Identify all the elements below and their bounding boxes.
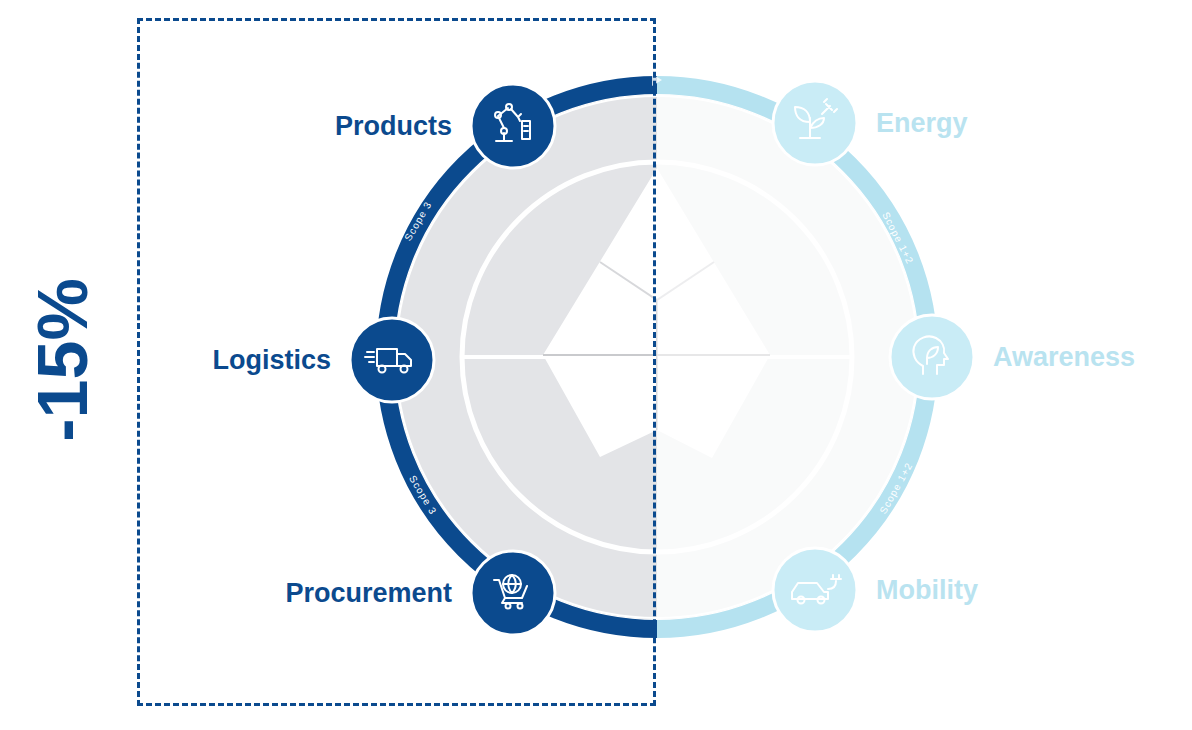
scope12-band [657, 85, 929, 629]
reduction-figure: -15% [28, 278, 98, 441]
category-label: Energy [876, 108, 968, 139]
scope-label: Scope 3 [407, 473, 439, 516]
badge-circle [350, 318, 434, 402]
badge-circle [471, 84, 555, 168]
scope-label: Scope 3 [402, 199, 433, 242]
badge-circle [773, 81, 857, 165]
scope-label: Scope 1+2 [880, 210, 916, 266]
icon-circle: Mobility [770, 545, 860, 635]
icon-circle: Energy [770, 78, 860, 168]
icon-circle: Logistics [347, 315, 437, 405]
icon-glyph [494, 575, 527, 609]
badge-circle [890, 315, 974, 399]
category-label: Procurement [285, 578, 452, 609]
icon-badge [887, 312, 977, 402]
inner-disk [395, 95, 919, 619]
icon-badge [468, 548, 558, 638]
badge-circle [773, 548, 857, 632]
icon-glyph [913, 336, 948, 374]
icon-glyph [795, 99, 837, 138]
icon-glyph [792, 575, 841, 604]
icon-badge [468, 81, 558, 171]
icon-glyph [495, 104, 530, 141]
icon-badge [770, 78, 860, 168]
icon-badge [347, 315, 437, 405]
scope-label: Scope 1+2 [877, 460, 914, 515]
category-label: Awareness [993, 342, 1135, 373]
icon-circle: Products [468, 81, 558, 171]
category-label: Mobility [876, 575, 978, 606]
category-label: Products [335, 111, 452, 142]
badge-circle [471, 551, 555, 635]
thin-ring [396, 96, 918, 618]
fade-overlay [657, 95, 919, 619]
icon-glyph [365, 349, 411, 373]
icon-badge [770, 545, 860, 635]
category-label: Logistics [212, 345, 331, 376]
dashed-region: -15%ProductsLogisticsProcurement [137, 18, 656, 706]
icon-circle: Procurement [468, 548, 558, 638]
icon-circle: Awareness [887, 312, 977, 402]
